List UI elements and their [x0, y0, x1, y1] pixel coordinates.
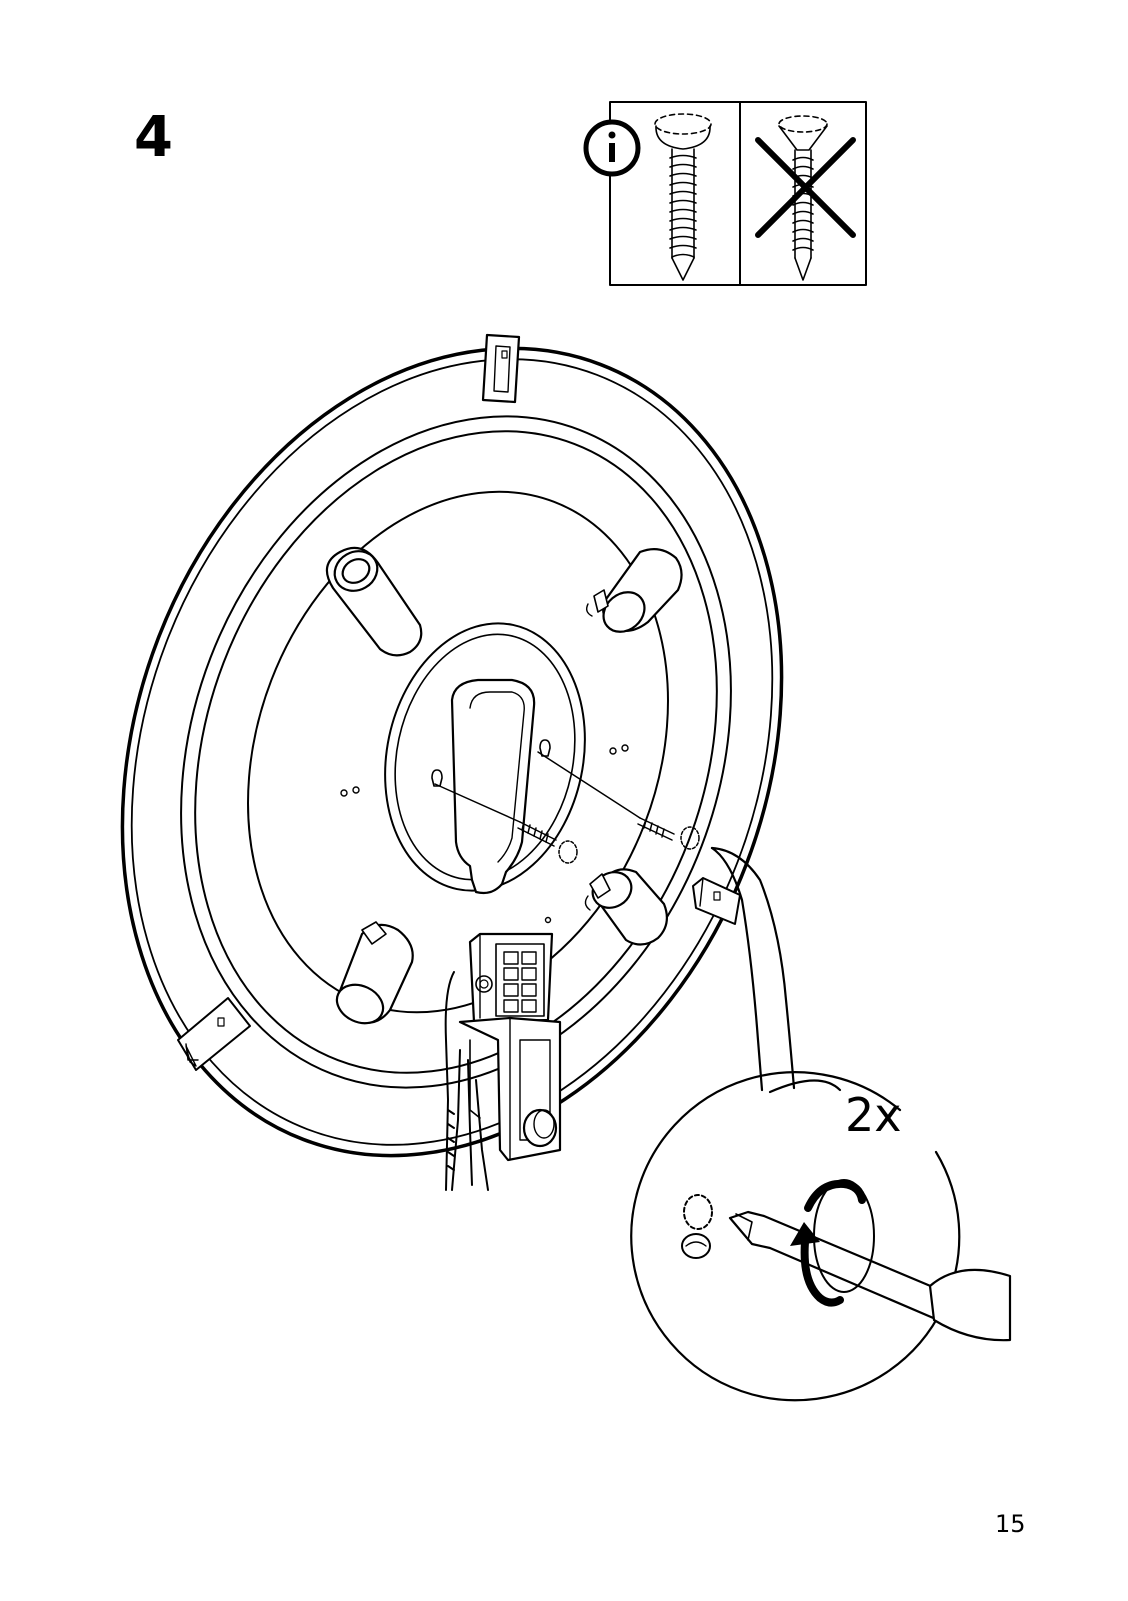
page-number: 15 [995, 1512, 1026, 1536]
spotlight-holder-bottom-left [331, 922, 413, 1030]
pan-head-screw-icon [655, 114, 711, 280]
lamp-base-plate [9, 252, 895, 1253]
spotlight-holder-top-right [587, 549, 682, 640]
quantity-label: 2x [845, 1092, 902, 1138]
detail-callout [631, 848, 959, 1400]
screw-info-panel [586, 102, 866, 285]
spotlight-holder-top-left [327, 544, 421, 656]
spotlight-holder-center-right [585, 865, 666, 944]
screw-detail [682, 1195, 712, 1258]
info-icon [586, 122, 638, 174]
screwdriver-icon [730, 1212, 1010, 1340]
screw-right [638, 818, 699, 849]
junction-box [460, 934, 560, 1160]
